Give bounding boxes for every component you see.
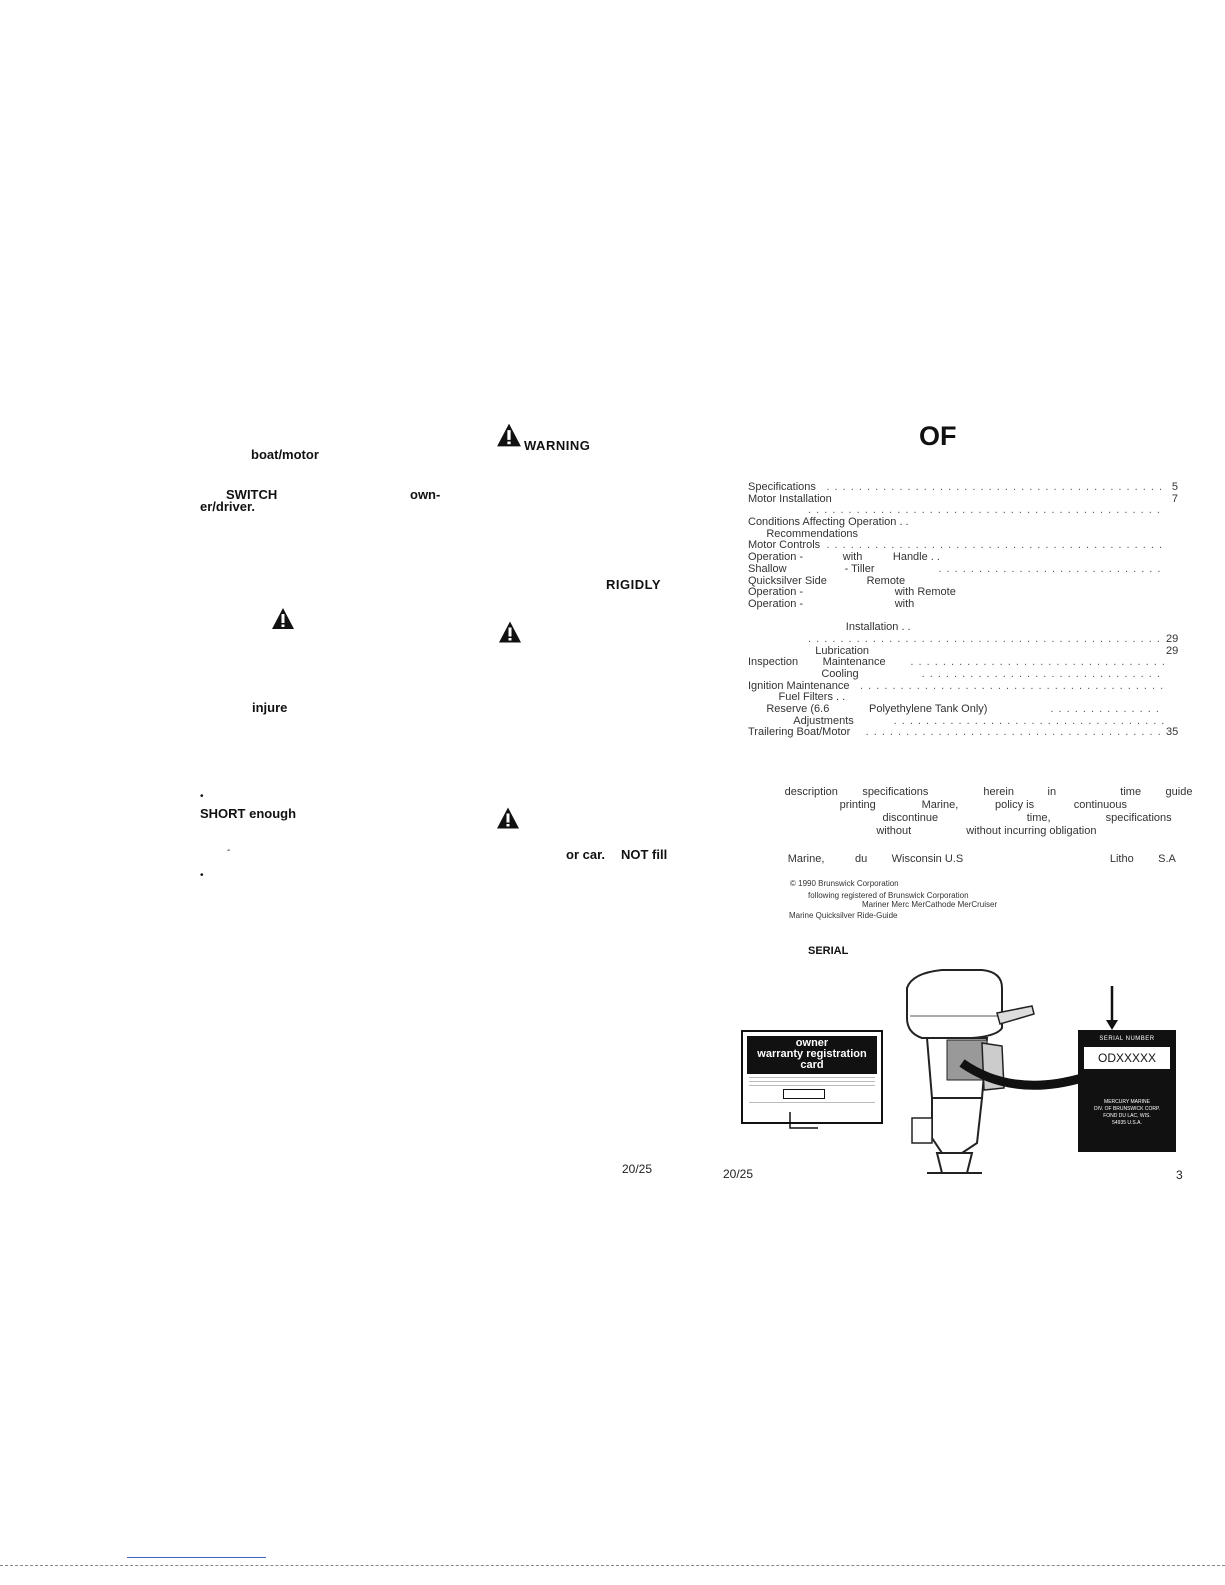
serial-plate-footer: MERCURY MARINE DIV. OF BRUNSWICK CORP. F… (1093, 1099, 1161, 1126)
fragment-short-enough: SHORT enough (200, 806, 297, 821)
fragment-injure: injure (252, 700, 288, 715)
disclaimer-line: printing Marine, policy is continuous (748, 799, 1128, 811)
toc-entry: Operation - with Handle . . (748, 551, 1178, 564)
disclaimer-line: discontinue time, specifications (748, 812, 1172, 824)
toc-entry-page: 35 (1166, 726, 1179, 739)
toc-entry-label: Ignition Maintenance (748, 679, 850, 692)
warning-triangle-icon (497, 807, 519, 829)
toc-leader-dots: . . . . . . . . . . . . . . . . . . . . … (826, 482, 1164, 493)
page-number-center: 20/25 (723, 1167, 754, 1181)
fragment-er-driver: er/driver. (200, 499, 255, 514)
warranty-card-illustration: owner warranty registration card (741, 1030, 883, 1124)
toc-entry: Fuel Filters . . (748, 692, 1178, 704)
toc-entry-label: Installation . . (748, 621, 911, 634)
toc-leader-dots: . . . . . . . . . . . . . . . . . . . . … (910, 657, 1164, 669)
disclaimer-line: description specifications herein in tim… (748, 786, 1193, 798)
toc-entry-label: Operation - with Remote (748, 586, 956, 599)
toc-leader-dots: . . . . . . . . . . . . . . . . . . . . … (826, 540, 1164, 552)
toc-leader-dots: . . . . . . . . . . . . . . . . . . . . … (865, 727, 1164, 739)
toc-entry-label: Trailering Boat/Motor (748, 726, 851, 739)
toc-leader-dots: . . . . . . . . . . . . . . . . . . . . … (921, 669, 1164, 680)
toc-entry-label: Fuel Filters . . (748, 691, 846, 704)
toc-entry: Shallow - Tiller . . . . . . . . . . . . … (748, 562, 1178, 576)
toc-entry: Motor Controls . . . . . . . . . . . . . … (748, 540, 1178, 552)
outboard-motor-illustration (906, 969, 1118, 1174)
toc-entry: . . . . . . . . . . . . . . . . . . . . … (748, 632, 1179, 646)
fragment-own: own- (410, 487, 441, 502)
copyright-line: Mariner Merc MerCathode MerCruiser (862, 900, 998, 909)
toc-leader-dots: . . . . . . . . . . . . . . . . . . . . … (808, 633, 1164, 645)
toc-entry: Adjustments . . . . . . . . . . . . . . .… (748, 714, 1178, 728)
disclaimer-line: without without incurring obligation (748, 825, 1097, 837)
warning-label: WARNING (524, 438, 591, 453)
copyright-line: © 1990 Brunswick Corporation (790, 879, 899, 888)
serial-number-plate: SERIAL NUMBER ODXXXXX MERCURY MARINE DIV… (1078, 1030, 1176, 1152)
bullet-1: • (200, 791, 204, 802)
toc-entry: Recommendations (748, 527, 1178, 541)
toc-entry-page: 5 (1171, 481, 1178, 493)
toc-entry: Specifications . . . . . . . . . . . . . … (748, 481, 1178, 494)
toc-entry: Reserve (6.6 Polyethylene Tank Only) . . … (748, 703, 1178, 716)
warning-triangle-icon (272, 608, 294, 629)
serial-heading: SERIAL (808, 945, 849, 957)
page-number-right: 3 (1176, 1168, 1183, 1182)
toc-leader-dots: . . . . . . . . . . . . . . . . . . . . … (860, 680, 1164, 692)
toc-entry-page: 29 (1166, 644, 1179, 657)
toc-leader-dots: . . . . . . . . . . . . . . . . . . . . … (1050, 704, 1164, 716)
toc-entry-label: Quicksilver Side Remote (748, 574, 906, 587)
toc-leader-dots: . . . . . . . . . . . . . . . . . . . . … (893, 715, 1164, 727)
address-line: Marine, du Wisconsin U.S Litho S.A (748, 853, 1176, 865)
toc-entry-label: Shallow - Tiller (748, 562, 875, 575)
link-underline (127, 1557, 266, 1558)
toc-entry-label: Inspection Maintenance (748, 656, 886, 669)
toc-entry: Quicksilver Side Remote (748, 574, 1178, 588)
page-number-left: 20/25 (622, 1162, 653, 1176)
toc-entry-label: Motor Installation (748, 492, 832, 505)
toc-entry-label: Reserve (6.6 Polyethylene Tank Only) (748, 703, 988, 716)
fragment-rigidly: RIGIDLY (606, 577, 662, 592)
toc-entry-label: Conditions Affecting Operation . . (748, 516, 909, 529)
fragment-not-fill: NOT fill (621, 847, 668, 862)
page-heading: OF (919, 421, 957, 451)
toc-entry-label: Specifications (748, 481, 816, 493)
fragment-boat-motor: boat/motor (251, 447, 319, 462)
toc-entry-label: Lubrication (748, 644, 870, 657)
callout-line (789, 1112, 818, 1129)
toc-entry-label: Operation - with Handle . . (748, 551, 940, 564)
toc-entry-label: Recommendations (748, 527, 859, 540)
toc-entry: Trailering Boat/Motor . . . . . . . . . .… (748, 727, 1178, 739)
warranty-card-title: owner warranty registration card (747, 1036, 877, 1074)
fragment-switch: SWITCH (226, 487, 278, 502)
toc-entry-page: 29 (1166, 632, 1179, 645)
toc-entry: Ignition Maintenance . . . . . . . . . . … (748, 679, 1178, 693)
toc-entry: Cooling . . . . . . . . . . . . . . . . .… (748, 668, 1178, 681)
toc-leader-dots: . . . . . . . . . . . . . . . . . . . . … (808, 505, 1164, 517)
copyright-line: following registered of Brunswick Corpor… (808, 891, 969, 900)
fragment-dash: - (227, 845, 231, 856)
bottom-rule (0, 1565, 1225, 1566)
toc-entry: Conditions Affecting Operation . . (748, 516, 1178, 529)
warning-triangle-icon (497, 423, 521, 447)
toc-entry-label: Motor Controls (748, 539, 821, 552)
toc-entry: Motor Installation 7 (748, 492, 1178, 506)
toc-entry-label: Operation - with (748, 597, 915, 610)
serial-number-value: ODXXXXX (1084, 1047, 1170, 1069)
toc-leader-dots: . . . . . . . . . . . . . . . . . . . . … (938, 563, 1164, 575)
toc-entry-page: 7 (1171, 492, 1178, 505)
toc-entry-label: Cooling (748, 668, 859, 680)
toc-entry: Lubrication 29 (748, 644, 1179, 658)
toc-entry: . . . . . . . . . . . . . . . . . . . . … (748, 505, 1178, 517)
serial-plate-header: SERIAL NUMBER (1099, 1036, 1155, 1042)
toc-entry: Operation - with (748, 597, 1178, 611)
fragment-or-car: or car. (566, 847, 606, 862)
toc-entry: Operation - with Remote (748, 586, 1178, 599)
bullet-2: • (200, 870, 204, 881)
toc-entry: Installation . . (748, 622, 1178, 634)
toc-entry: Inspection Maintenance . . . . . . . . . … (748, 657, 1178, 669)
toc-entry-label: Adjustments (748, 714, 854, 727)
table-of-contents: Specifications . . . . . . . . . . . . . … (748, 481, 1179, 739)
copyright-line: Marine Quicksilver Ride-Guide (789, 911, 898, 920)
warning-triangle-icon (499, 621, 521, 643)
